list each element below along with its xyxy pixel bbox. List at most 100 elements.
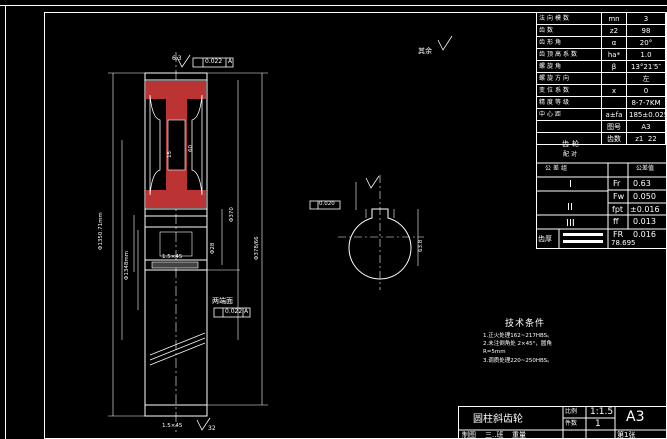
datum-mid: A (244, 308, 249, 315)
tech-req-line-4: 3.调质处理220~250HBS。 (483, 358, 553, 364)
roughness-symbols (176, 35, 453, 431)
param-label: 中心距 (536, 108, 602, 121)
param-label: 齿形角 (536, 36, 602, 49)
tooth-thickness-value: 78.695 (611, 239, 636, 247)
param-label: 齿数 (536, 24, 602, 37)
param-value: 1.0 (626, 48, 666, 61)
part-name: 圆柱斜齿轮 (473, 414, 523, 425)
mating-label-cell (536, 120, 602, 133)
dimension-lines-left (108, 72, 145, 417)
tol-sym-fr: Fr (613, 179, 621, 188)
datum-top: A (228, 58, 233, 65)
param-label: 变位系数 (536, 84, 602, 97)
tol-group-3: III (566, 218, 575, 229)
ra-top-value: 6.3 (172, 55, 182, 62)
dim-right-long: Φ378/66 (254, 236, 260, 260)
tech-req-line-2: 2.未注倒角处 2×45°，圆角 (483, 341, 552, 347)
mating-teeth-value: 22 (647, 134, 657, 143)
tol-val-fpt: ±0.016 (630, 205, 660, 214)
mating-teeth: z1 22 (626, 132, 666, 145)
tol-group-1: I (569, 179, 572, 190)
tol-group-header: 公差组 (545, 165, 570, 172)
param-value: 185±0.025 (626, 108, 666, 121)
title-row3-b: 三..班 (485, 431, 504, 439)
title-row3-c: 重量 (512, 431, 526, 439)
title-row3-a: 制图 (462, 431, 476, 439)
end-faces-label: 两端面 (212, 297, 233, 305)
mating-tuhao: A3 (626, 120, 666, 133)
tol-frame-mid-value: 0.022 (225, 308, 243, 315)
param-value: 3 (626, 12, 666, 25)
param-symbol: x (601, 84, 627, 97)
mating-label-2: 齿轮 (562, 140, 582, 148)
tol-frame-top-value: 0.022 (205, 58, 223, 65)
dimension-lines-right (207, 72, 268, 406)
mating-teeth-label: 齿数 (601, 132, 627, 145)
tol-val-fr: 0.63 (633, 179, 651, 188)
tech-req-line-1: 1.正火处理162~217HBS。 (483, 333, 553, 339)
param-value: 98 (626, 24, 666, 37)
tol-val-ff: 0.013 (633, 217, 656, 226)
param-label: 法向模数 (536, 12, 602, 25)
param-row: 螺旋方向 左 (536, 72, 666, 85)
tol-val-fw: 0.050 (633, 192, 656, 201)
param-value: 13°21′5″ (626, 60, 666, 73)
param-value: 左 (626, 72, 666, 85)
param-symbol: α (601, 36, 627, 49)
param-symbol: z2 (601, 24, 627, 37)
count-value: 1 (595, 419, 601, 429)
gear-section (144, 72, 208, 217)
param-label: 齿顶高系数 (536, 48, 602, 61)
tech-req-line-3: R=5mm (483, 349, 506, 355)
keyway-section-view (338, 175, 424, 290)
ra-bottom-value: 32 (208, 425, 216, 432)
param-symbol (601, 96, 627, 109)
surface-rest-label: 其余 (418, 47, 432, 55)
param-symbol: mn (601, 12, 627, 25)
dim-keyway-depth: 63.8 (418, 239, 424, 252)
tol-sym-fpt: fpt (612, 205, 624, 214)
scale-label: 比例 (565, 408, 578, 415)
tooth-thickness-label: 齿厚 (538, 235, 552, 243)
keyway-frame-value: 0.020 (319, 201, 335, 207)
param-value: 8-7-7KM (626, 96, 666, 109)
chamfer-1: 1.5×45 (162, 254, 183, 260)
param-symbol: ha* (601, 48, 627, 61)
param-label: 螺旋角 (536, 60, 602, 73)
param-symbol: β (601, 60, 627, 73)
dim-len-2: 15 (167, 151, 173, 158)
param-value: 0 (626, 84, 666, 97)
tol-sym-ff: ff (613, 217, 619, 226)
dim-len-1: 60 (188, 145, 194, 152)
tolerance-frames (192, 57, 341, 318)
dim-left-1: Φ1350.71mm (98, 212, 104, 250)
tol-group-2: II (567, 202, 573, 213)
chamfer-2: 1.5×45 (162, 423, 183, 429)
scale-value: 1:1.5 (590, 407, 614, 417)
title-row3-d: 第1张 (617, 431, 636, 439)
mating-tuhao-label: 图号 (601, 120, 627, 133)
param-label: 螺旋方向 (536, 72, 602, 85)
param-row: 精度等级 8-7-7KM (536, 96, 666, 109)
dim-mid-2: Φ28 (210, 242, 216, 254)
sheet-size: A3 (626, 409, 645, 425)
dim-mid-1: Φ370 (229, 207, 235, 222)
shaft-body (144, 215, 208, 417)
param-label: 精度等级 (536, 96, 602, 109)
tech-req-title: 技术条件 (505, 319, 546, 329)
mating-label: 配对 (563, 151, 580, 158)
tol-val-fR: 0.016 (633, 230, 656, 239)
param-value: 20° (626, 36, 666, 49)
mating-symbol: z1 (635, 134, 644, 143)
tol-value-header: 公差值 (636, 165, 655, 172)
